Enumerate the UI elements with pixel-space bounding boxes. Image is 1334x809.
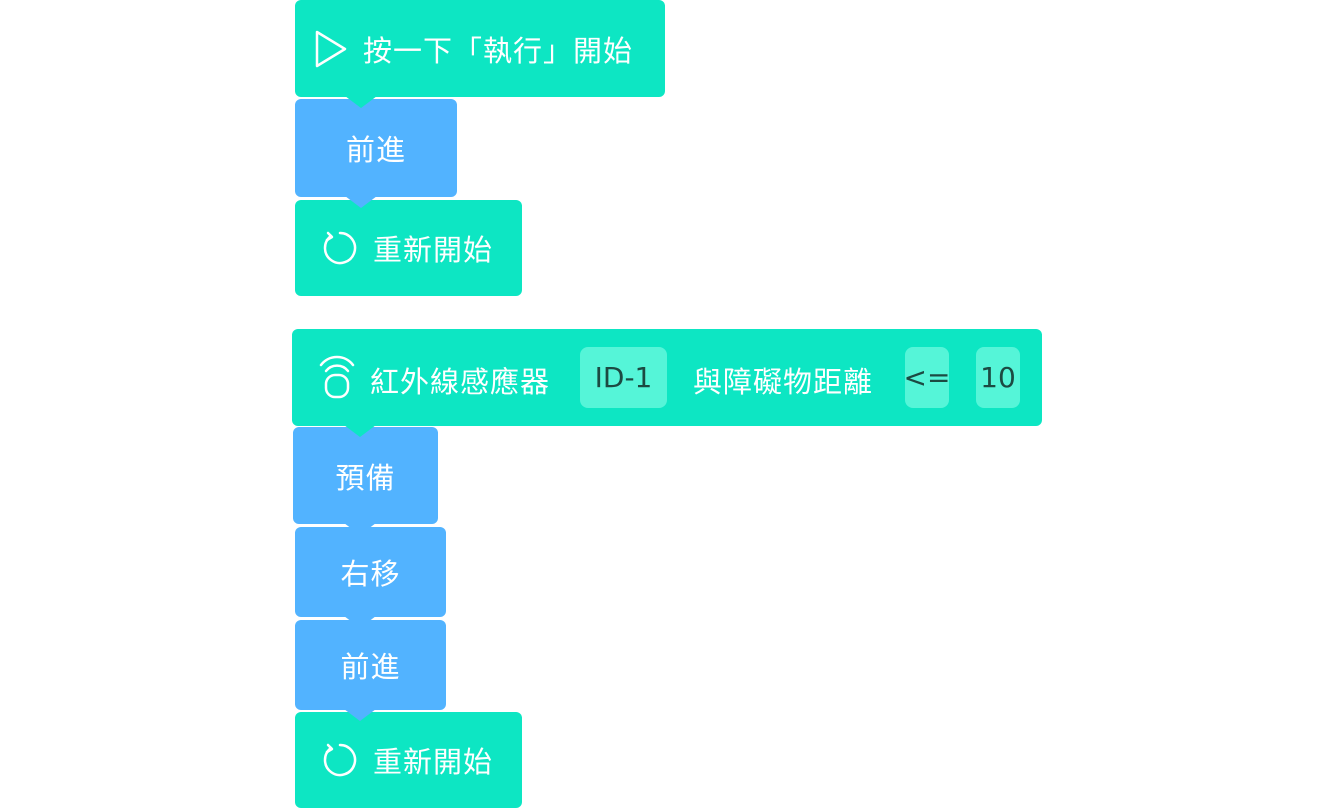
start-block-label: 按一下「執行」開始	[363, 33, 634, 68]
restart-block[interactable]: 重新開始	[295, 200, 522, 296]
restart-block-label: 重新開始	[373, 233, 494, 267]
threshold-value: 10	[980, 361, 1016, 394]
forward-block[interactable]: 前進	[295, 99, 457, 208]
operator-value: <=	[903, 361, 951, 394]
restart-block-2[interactable]: 重新開始	[295, 712, 522, 808]
infrared-sensor-block[interactable]: 紅外線感應器 ID-1 與障礙物距離 <= 10	[292, 329, 1042, 437]
restart-icon	[323, 743, 357, 777]
restart-icon	[323, 231, 357, 265]
start-block[interactable]: 按一下「執行」開始	[295, 0, 665, 108]
sensor-id-value: ID-1	[594, 361, 653, 394]
sensor-id-dropdown[interactable]: ID-1	[580, 347, 667, 408]
move-right-block-label: 右移	[340, 557, 401, 591]
sensor-block-label: 紅外線感應器	[370, 365, 551, 399]
operator-dropdown[interactable]: <=	[903, 347, 951, 408]
move-right-block[interactable]: 右移	[295, 527, 446, 628]
forward-block-label: 前進	[345, 133, 406, 167]
threshold-input[interactable]: 10	[976, 347, 1020, 408]
infrared-sensor-icon	[319, 355, 355, 399]
forward-block-2[interactable]: 前進	[295, 620, 446, 721]
distance-label: 與障礙物距離	[693, 365, 874, 399]
ready-block-label: 預備	[335, 460, 396, 495]
restart-block-2-label: 重新開始	[373, 745, 494, 779]
ready-block[interactable]: 預備	[293, 427, 438, 535]
play-icon	[315, 30, 347, 67]
forward-block-2-label: 前進	[340, 650, 401, 684]
